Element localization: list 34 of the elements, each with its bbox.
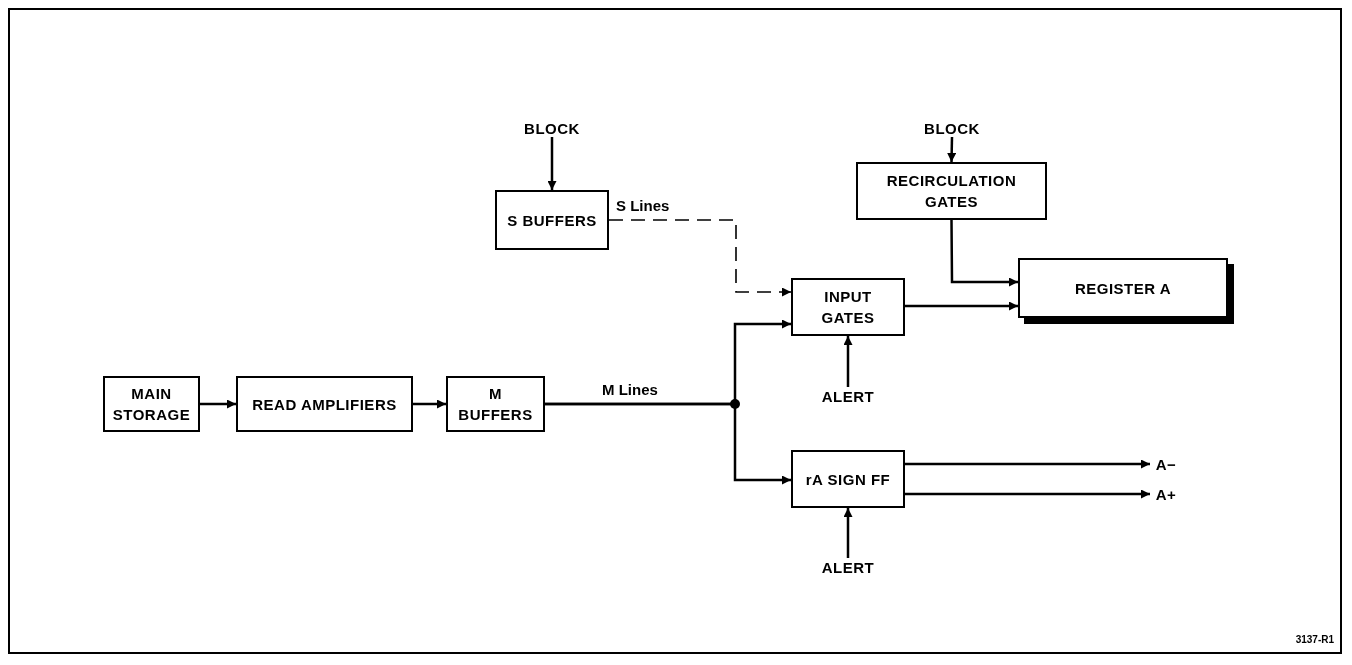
block-box [791,450,905,508]
block-box [236,376,413,432]
arrow [843,508,853,558]
block-label: ALERT [821,386,875,407]
arrow [547,137,557,190]
block-box [103,376,200,432]
block-box [495,190,609,250]
block-label: M BUFFERS [457,384,534,425]
block-box [856,162,1047,220]
block-label: BLOCK [524,118,580,139]
arrow [200,399,236,409]
arrow [843,336,853,387]
figure-number: 3137-R1 [1295,633,1334,647]
block-label: RECIRCULATION GATES [885,171,1018,212]
block-box [446,376,545,432]
arrow [545,402,791,485]
block-box [791,278,905,336]
arrow [413,399,446,409]
block-label: A+ [1155,484,1177,505]
block-label: A− [1155,454,1177,475]
block-label: MAIN STORAGE [111,384,192,425]
block-label: REGISTER A [1074,278,1172,299]
arrow [947,136,957,163]
block-label: S BUFFERS [507,210,597,231]
arrow [950,220,1018,287]
block-label: ALERT [821,557,875,578]
arrow [608,219,792,297]
block-label: rA SIGN FF [805,469,891,490]
block-label: BLOCK [924,118,980,139]
arrow [905,301,1018,311]
block-label: INPUT GATES [820,287,876,328]
block-label: READ AMPLIFIERS [252,394,397,415]
arrow [905,459,1150,469]
arrow [905,489,1150,499]
